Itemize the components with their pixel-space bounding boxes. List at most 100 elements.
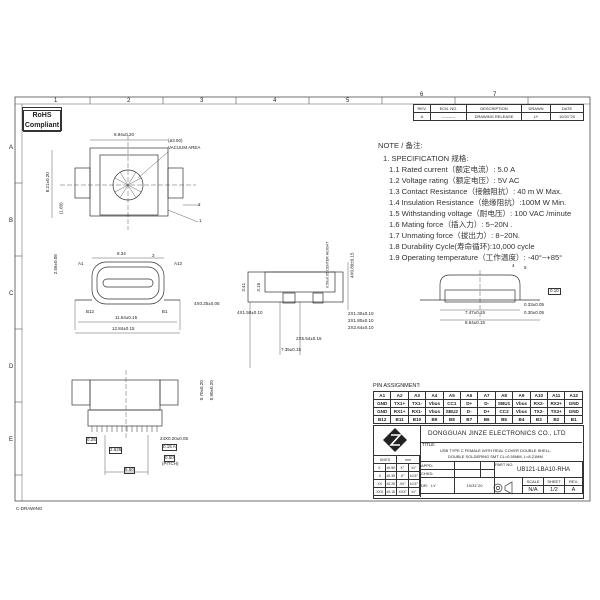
tolerance-row: .XXX±0.15.XXX°±1° [373,487,420,496]
tolerance-cell: .XXX [373,487,386,496]
rev-header: REV. [413,104,431,113]
date-header: DATE [550,104,584,113]
row-label: D [9,364,14,370]
dim-label: 2X5.54±0.15 [296,336,322,341]
rohs-line2: Compliant [24,122,60,129]
pin-cell: TX2- [529,407,549,416]
dim-label: 2.625 [109,447,123,454]
side-view [247,262,349,368]
notes-title: NOTE / 备注: [378,141,423,150]
dim-label: 0.33±0.05 [524,302,544,307]
pin-cell: RX2+ [547,399,566,408]
front-view [74,257,181,334]
pin-cell: B6 [477,415,496,424]
appd-label: APPD: [420,461,455,470]
dim-label: 7.47±0.15 [465,310,485,315]
tolerance-cell: ±0.35 [384,471,397,480]
tolerance-cell: ±0.50 [384,463,397,472]
drawing-border [14,96,591,502]
dim-label: 8.34 [117,251,126,256]
callout: 1 [199,218,202,223]
spec-item: 1.2 Voltage rating（额定电压）: 5V AC [389,176,520,185]
company-name: DONGGUAN JINZE ELECTRONICS CO., LTD [428,430,566,437]
position-tolerance: 0.15 A [162,444,177,451]
column-label: 6 [420,92,424,98]
pin-cell: A6 [460,391,479,400]
pin-cell: A2 [390,391,409,400]
date-cell: 10/31"20 [550,112,584,121]
pin-cell: A11 [547,391,566,400]
dim-label: 7.35±0.15 [281,347,301,352]
pin-cell: A3 [407,391,427,400]
pin-cell: B9 [425,415,444,424]
tolerance-cell: ±0.15 [384,487,397,496]
pin-cell: TX1- [407,399,427,408]
spec-item: 1.6 Mating force（插入力）: 5~20N . [389,220,513,229]
tolerance-cell: .X° [396,471,409,480]
column-label: 7 [493,92,497,98]
pin-cell: RX1- [407,407,427,416]
pin-cell: RX1+ [390,407,409,416]
pin-cell: B12 [372,415,392,424]
pin-cell: Vbus [512,407,531,416]
dim-label: 2X1.80±0.10 [348,318,374,323]
pin-cell: A1 [372,391,392,400]
pin-cell: D- [460,407,479,416]
pin-label: B12 [86,309,95,314]
pin-label: A12 [174,261,183,266]
flatness-frame: 0.10 [548,288,561,295]
pin-cell: D+ [477,407,496,416]
spec-item: 1.7 Unmating force（拔出力）: 8~20N. [389,231,521,240]
pin-cell: B10 [407,415,427,424]
pin-cell: B7 [460,415,479,424]
pin-cell: GND [372,399,392,408]
pin-cell: CC1 [442,399,462,408]
pin-cell: A5 [442,391,462,400]
spec-item: 1.8 Durability Cycle(寿命循环):10,000 cycle [389,242,535,251]
tolerance-cell: X° [396,463,409,472]
dim-label: 2X1.30±0.10 [348,311,374,316]
pin-assignment-title: PIN ASSIGNMENT: [373,383,421,389]
bottom-view [71,370,179,475]
jinze-logo [383,428,407,452]
dim-label: 0.25 [86,437,97,444]
part-no-label: PART NO. [495,462,514,468]
units-value: mm [396,455,420,464]
dim-label: 11.64±0.15 [115,315,138,320]
row-label: E [9,437,14,443]
callout: 2 [198,202,201,207]
spec-item: 1.9 Operating temperature（工作温度）: -40°~+8… [389,253,563,262]
tolerance-cell: ±1° [407,487,420,496]
pin-cell: A7 [477,391,496,400]
column-label: 4 [273,98,277,104]
tolerance-cell: ±0.25 [384,479,397,488]
description-cell: DRAWING RELEASE [466,112,522,121]
pin-cell: GND [564,407,583,416]
approval-table: APPD:PART NO.UB121-LBA10-RHA CHKD: DR: L… [420,461,584,494]
top-view [51,135,200,230]
title-line2: DOUBLE SOLDERING SMT CL=0.50MM, L=8.21MM [448,454,543,459]
dim-label: 8.94±0.20 [114,132,134,137]
rev-cell: A [413,112,431,121]
pin-cell: B3 [529,415,549,424]
pin-cell: A4 [425,391,444,400]
pin-cell: Vbus [425,399,444,408]
tolerance-cell: .XX [373,479,386,488]
dim-label: (PITCH) [162,461,179,466]
dim-label: 3.16 [256,282,262,292]
spec-item: 1.1 Rated current（额定电流）: 5.0 A [389,165,516,174]
dim-label: 3.41 [241,282,247,292]
dim-label: 4X1.50±0.10 [237,310,263,315]
title-label: TITLE: [422,442,436,447]
dr-value: LY [431,483,436,488]
tolerance-cell: ±0.5° [407,471,420,480]
pin-cell: SBU1 [494,399,514,408]
drawn-cell: LY [521,112,551,121]
pin-cell: D+ [460,399,479,408]
column-label: 2 [127,98,131,104]
